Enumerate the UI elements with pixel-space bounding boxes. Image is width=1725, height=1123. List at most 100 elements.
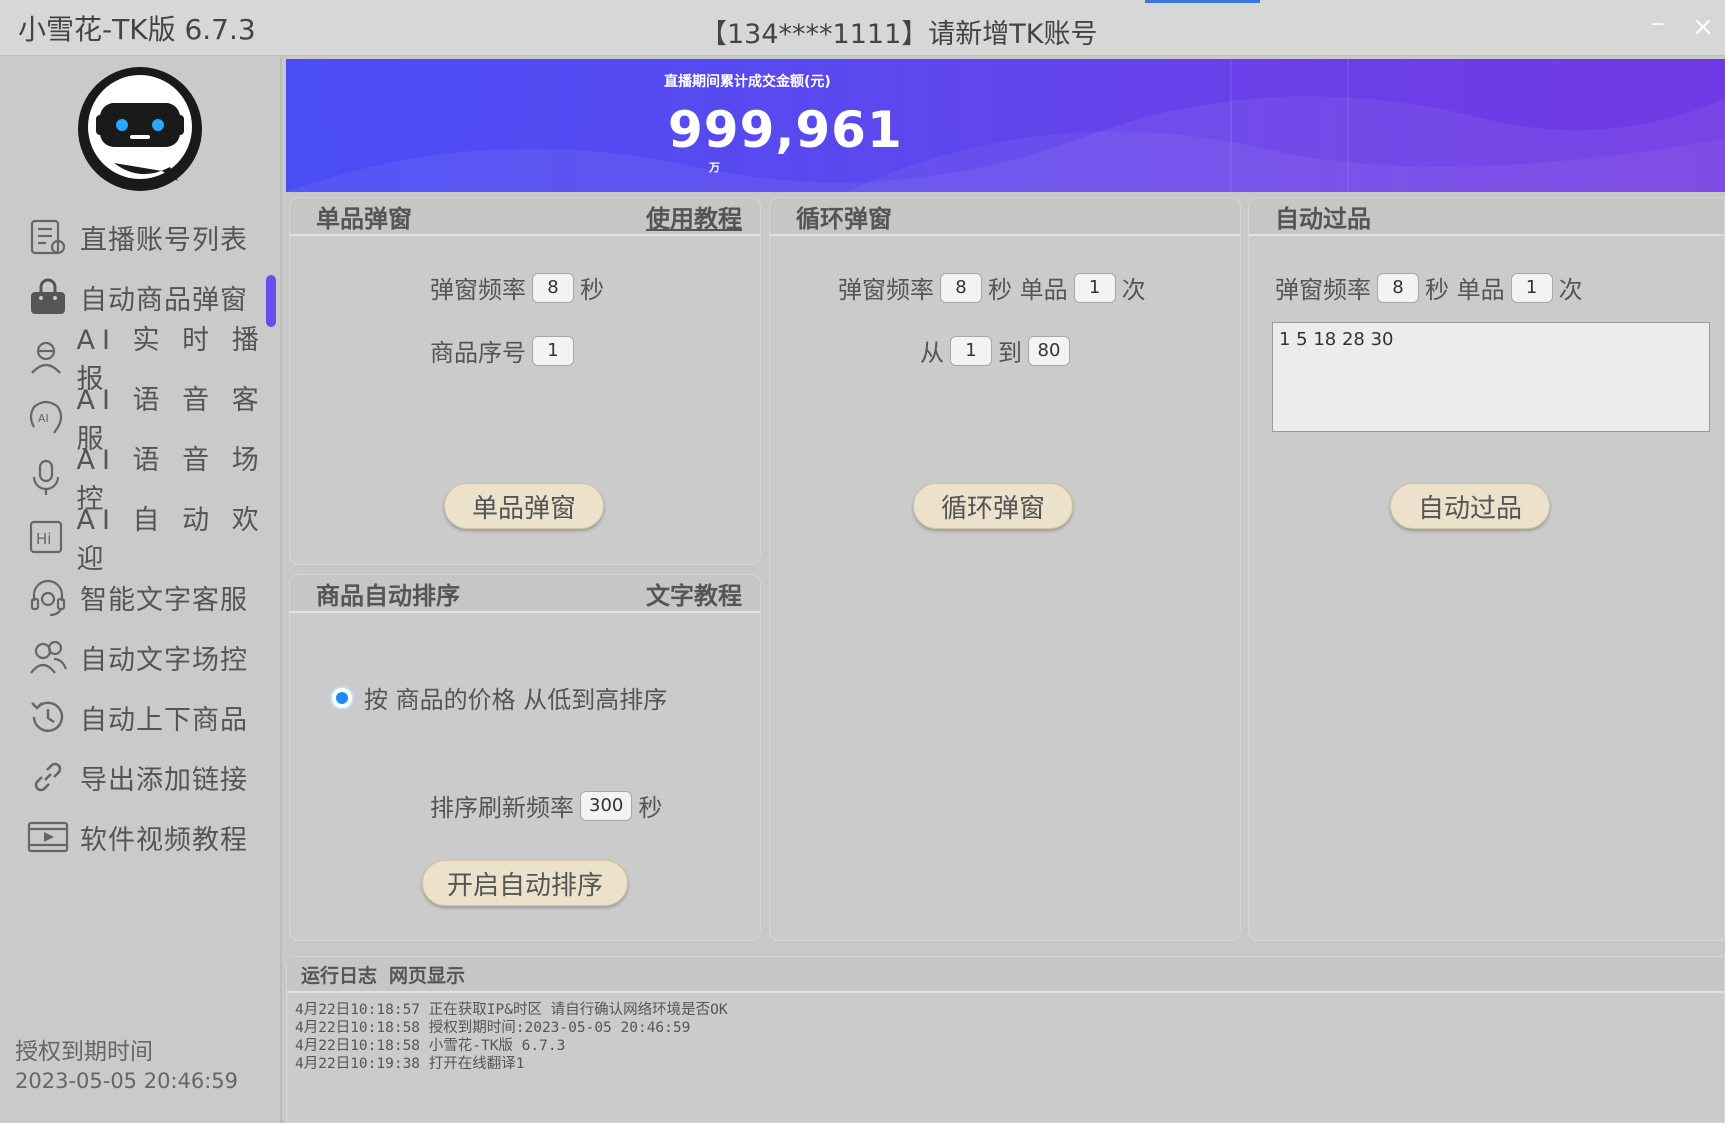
panel-header: 自动过品 [1249, 198, 1724, 236]
panel-title: 自动过品 [1275, 204, 1371, 233]
refresh-frequency-label: 排序刷新频率 [430, 794, 574, 822]
panel-header: 商品自动排序 文字教程 [290, 575, 760, 613]
active-indicator [266, 275, 276, 327]
from-label: 从 [920, 339, 944, 367]
frequency-input[interactable]: 8 [532, 272, 574, 303]
sidebar-item-auto-product-popup[interactable]: 自动商品弹窗 [0, 267, 282, 327]
sidebar-item-ai-voice-service[interactable]: AI AI 语 音 客服 [0, 385, 282, 455]
shopping-bag-icon [26, 275, 70, 319]
loop-frequency-row: 弹窗频率 8 秒 单品 1 次 [838, 270, 1146, 305]
sidebar-item-label: 直播账号列表 [80, 224, 248, 256]
sidebar-item-auto-text-control[interactable]: 自动文字场控 [0, 627, 282, 687]
sales-amount-label: 直播期间累计成交金额(元) [664, 74, 831, 90]
loop-popup-button[interactable]: 循环弹窗 [913, 483, 1073, 529]
sidebar-item-export-links[interactable]: 导出添加链接 [0, 747, 282, 807]
sidebar-item-auto-listing[interactable]: 自动上下商品 [0, 687, 282, 747]
minimize-button[interactable]: – [1651, 8, 1665, 38]
loop-popup-panel: 循环弹窗 弹窗频率 8 秒 单品 1 次 从 1 到 80 循环弹窗 [769, 197, 1241, 941]
times-label: 次 [1121, 276, 1146, 304]
sidebar-menu: 直播账号列表 自动商品弹窗 AI 实 时 播报 AI AI 语 音 客服 A [0, 207, 282, 867]
single-popup-button[interactable]: 单品弹窗 [444, 483, 604, 529]
log-line: 4月22日10:19:38 打开在线翻译1 [295, 1056, 525, 1072]
sidebar-item-label: 自动商品弹窗 [80, 284, 248, 316]
product-index-input[interactable]: 1 [532, 335, 574, 366]
sidebar-item-ai-welcome[interactable]: Hi AI 自 动 欢迎 [0, 505, 282, 575]
link-icon [26, 755, 70, 799]
users-icon [26, 635, 70, 679]
sidebar-item-ai-broadcast[interactable]: AI 实 时 播报 [0, 325, 282, 395]
sidebar-item-label: 导出添加链接 [80, 764, 248, 796]
tab-web-display[interactable]: 网页显示 [389, 964, 466, 987]
frequency-input[interactable]: 8 [940, 272, 982, 303]
title-accent-line [1145, 0, 1260, 3]
panel-title: 商品自动排序 [316, 581, 460, 610]
banner-wave-decoration [286, 59, 1725, 192]
sidebar-item-label: AI 自 动 欢迎 [76, 505, 266, 575]
skip-frequency-row: 弹窗频率 8 秒 单品 1 次 [1275, 270, 1583, 305]
auto-sort-panel: 商品自动排序 文字教程 按 商品的价格 从低到高排序 排序刷新频率 300 秒 … [289, 574, 761, 941]
auto-skip-panel: 自动过品 弹窗频率 8 秒 单品 1 次 1 5 18 28 30 自动过品 [1248, 197, 1725, 941]
sidebar-item-live-accounts[interactable]: 直播账号列表 [0, 207, 282, 267]
to-label: 到 [998, 339, 1022, 367]
robot-logo-icon [74, 63, 206, 195]
frequency-input[interactable]: 8 [1377, 272, 1419, 303]
tab-run-log[interactable]: 运行日志 [301, 964, 378, 987]
frequency-label: 弹窗频率 [838, 276, 934, 304]
sort-option-row[interactable]: 按 商品的价格 从低到高排序 [330, 680, 667, 715]
sidebar-item-label: 自动上下商品 [80, 704, 248, 736]
times-label: 次 [1558, 276, 1583, 304]
panel-header: 单品弹窗 使用教程 [290, 198, 760, 236]
text-tutorial-link[interactable]: 文字教程 [646, 581, 742, 610]
times-input[interactable]: 1 [1073, 272, 1116, 303]
sidebar-item-label: AI 语 音 客服 [76, 385, 266, 455]
single-popup-panel: 单品弹窗 使用教程 弹窗频率 8 秒 商品序号 1 单品弹窗 [289, 197, 761, 565]
video-icon [26, 815, 70, 859]
seconds-single-label: 秒 单品 [988, 276, 1068, 304]
log-tabs: 运行日志 网页显示 [287, 957, 1724, 993]
history-icon [26, 695, 70, 739]
window-title: 【134****1111】请新增TK账号 [700, 19, 1098, 50]
sidebar-item-smart-text-service[interactable]: 智能文字客服 [0, 567, 282, 627]
product-index-row: 商品序号 1 [430, 333, 580, 368]
sales-amount-unit: 万 [709, 161, 720, 174]
times-input[interactable]: 1 [1510, 272, 1553, 303]
sidebar-item-label: 自动文字场控 [80, 644, 248, 676]
range-from-input[interactable]: 1 [950, 335, 992, 366]
panel-title: 循环弹窗 [796, 204, 892, 233]
sidebar-item-label: AI 语 音 场控 [76, 445, 266, 515]
usage-tutorial-link[interactable]: 使用教程 [646, 204, 742, 233]
product-list-textarea[interactable]: 1 5 18 28 30 [1272, 322, 1710, 432]
log-line: 4月22日10:18:58 授权到期时间:2023-05-05 20:46:59 [295, 1020, 691, 1036]
product-index-label: 商品序号 [430, 339, 526, 367]
sidebar-item-label: 智能文字客服 [80, 584, 248, 616]
log-line: 4月22日10:18:58 小雪花-TK版 6.7.3 [295, 1038, 566, 1054]
hi-icon: Hi [26, 515, 67, 559]
microphone-icon [26, 455, 67, 499]
sort-option-label: 按 商品的价格 从低到高排序 [364, 686, 668, 714]
seconds-single-label: 秒 单品 [1425, 276, 1505, 304]
svg-text:Hi: Hi [36, 530, 51, 548]
close-button[interactable]: × [1692, 12, 1714, 42]
sort-refresh-row: 排序刷新频率 300 秒 [430, 788, 662, 823]
sidebar-item-ai-voice-control[interactable]: AI 语 音 场控 [0, 445, 282, 515]
title-bar: 小雪花-TK版 6.7.3 【134****1111】请新增TK账号 – × [0, 0, 1725, 56]
seconds-label: 秒 [580, 276, 604, 304]
range-to-input[interactable]: 80 [1028, 335, 1070, 366]
headset-icon [26, 575, 70, 619]
ai-voice-icon: AI [26, 395, 67, 439]
license-expiry-date: 2023-05-05 20:46:59 [15, 1069, 239, 1093]
svg-text:AI: AI [38, 412, 49, 425]
start-auto-sort-button[interactable]: 开启自动排序 [422, 860, 628, 906]
frequency-label: 弹窗频率 [1275, 276, 1371, 304]
log-panel: 运行日志 网页显示 4月22日10:18:57 正在获取IP&时区 请自行确认网… [286, 956, 1725, 1123]
anchor-person-icon [26, 335, 67, 379]
sales-banner: 直播期间累计成交金额(元) 999,961 万 [286, 59, 1725, 192]
list-icon [26, 215, 70, 259]
sidebar-item-video-tutorial[interactable]: 软件视频教程 [0, 807, 282, 867]
sort-by-price-radio[interactable] [330, 685, 354, 710]
auto-skip-button[interactable]: 自动过品 [1390, 483, 1550, 529]
sidebar-item-label: AI 实 时 播报 [76, 325, 266, 395]
refresh-frequency-input[interactable]: 300 [580, 790, 633, 821]
sidebar: 直播账号列表 自动商品弹窗 AI 实 时 播报 AI AI 语 音 客服 A [0, 57, 282, 1123]
popup-frequency-row: 弹窗频率 8 秒 [430, 270, 604, 305]
